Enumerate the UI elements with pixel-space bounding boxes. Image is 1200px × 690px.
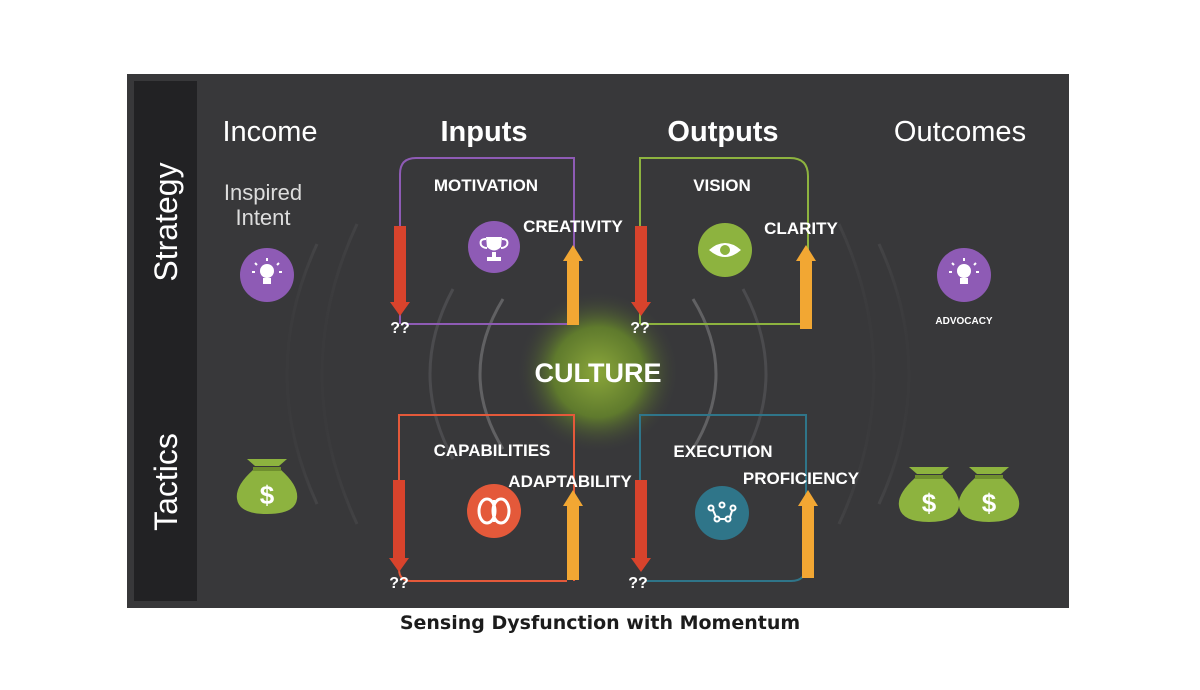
inputs-heading: Inputs [441, 116, 528, 148]
diagram-canvas: Strategy Tactics Income Inputs Outputs O… [134, 81, 1026, 601]
motivation-unknown: ?? [390, 320, 410, 337]
proficiency-label: PROFICIENCY [743, 469, 860, 488]
motivation-quadrant: MOTIVATION CREATIVITY ?? [390, 157, 624, 337]
money-bag-icon: $ [236, 459, 298, 514]
income-heading: Income [222, 116, 317, 148]
capabilities-quadrant: CAPABILITIES ADAPTABILITY ?? [389, 414, 632, 592]
clarity-label: CLARITY [764, 219, 838, 238]
execution-quadrant: EXECUTION PROFICIENCY ?? [628, 414, 860, 592]
adaptability-label: ADAPTABILITY [508, 472, 632, 491]
culture-label: CULTURE [535, 358, 662, 388]
brain-icon [467, 484, 521, 538]
creativity-up-arrow [567, 259, 579, 325]
vision-quadrant: VISION CLARITY ?? [630, 157, 838, 337]
momentum-diagram: Strategy Tactics Income Inputs Outputs O… [127, 74, 1069, 608]
vision-down-arrow [635, 226, 647, 304]
outcomes-heading: Outcomes [894, 116, 1026, 148]
proficiency-up-arrow [802, 504, 814, 578]
lightbulb-icon [240, 248, 294, 302]
money-bag-icon-1: $ [898, 467, 960, 522]
motivation-down-arrow [394, 226, 406, 304]
svg-text:$: $ [260, 480, 275, 510]
execution-down-arrow [635, 480, 647, 560]
motivation-title: MOTIVATION [434, 176, 538, 195]
vision-title: VISION [693, 176, 751, 195]
eye-icon [698, 223, 752, 277]
network-icon [695, 486, 749, 540]
execution-unknown: ?? [628, 575, 648, 592]
svg-text:$: $ [922, 488, 937, 518]
advocacy-label: ADVOCACY [935, 316, 993, 327]
svg-text:$: $ [982, 488, 997, 518]
adaptability-up-arrow [567, 504, 579, 580]
trophy-icon [468, 221, 520, 273]
intent-text: Intent [235, 205, 290, 230]
capabilities-unknown: ?? [389, 575, 409, 592]
vision-unknown: ?? [630, 320, 650, 337]
row-label-sidebar [134, 81, 197, 601]
tactics-row-label: Tactics [148, 433, 184, 531]
capabilities-down-arrow [393, 480, 405, 560]
execution-title: EXECUTION [673, 442, 772, 461]
money-bag-icon-2: $ [958, 467, 1020, 522]
capabilities-title: CAPABILITIES [434, 441, 551, 460]
advocacy-lightbulb-icon [937, 248, 991, 302]
culture-glow [516, 290, 680, 454]
ripple-arcs [285, 223, 911, 525]
outputs-heading: Outputs [667, 116, 778, 148]
creativity-label: CREATIVITY [523, 217, 623, 236]
inspired-text: Inspired [224, 180, 302, 205]
strategy-row-label: Strategy [148, 162, 184, 281]
clarity-up-arrow [800, 259, 812, 329]
figure-caption: Sensing Dysfunction with Momentum [399, 612, 801, 634]
